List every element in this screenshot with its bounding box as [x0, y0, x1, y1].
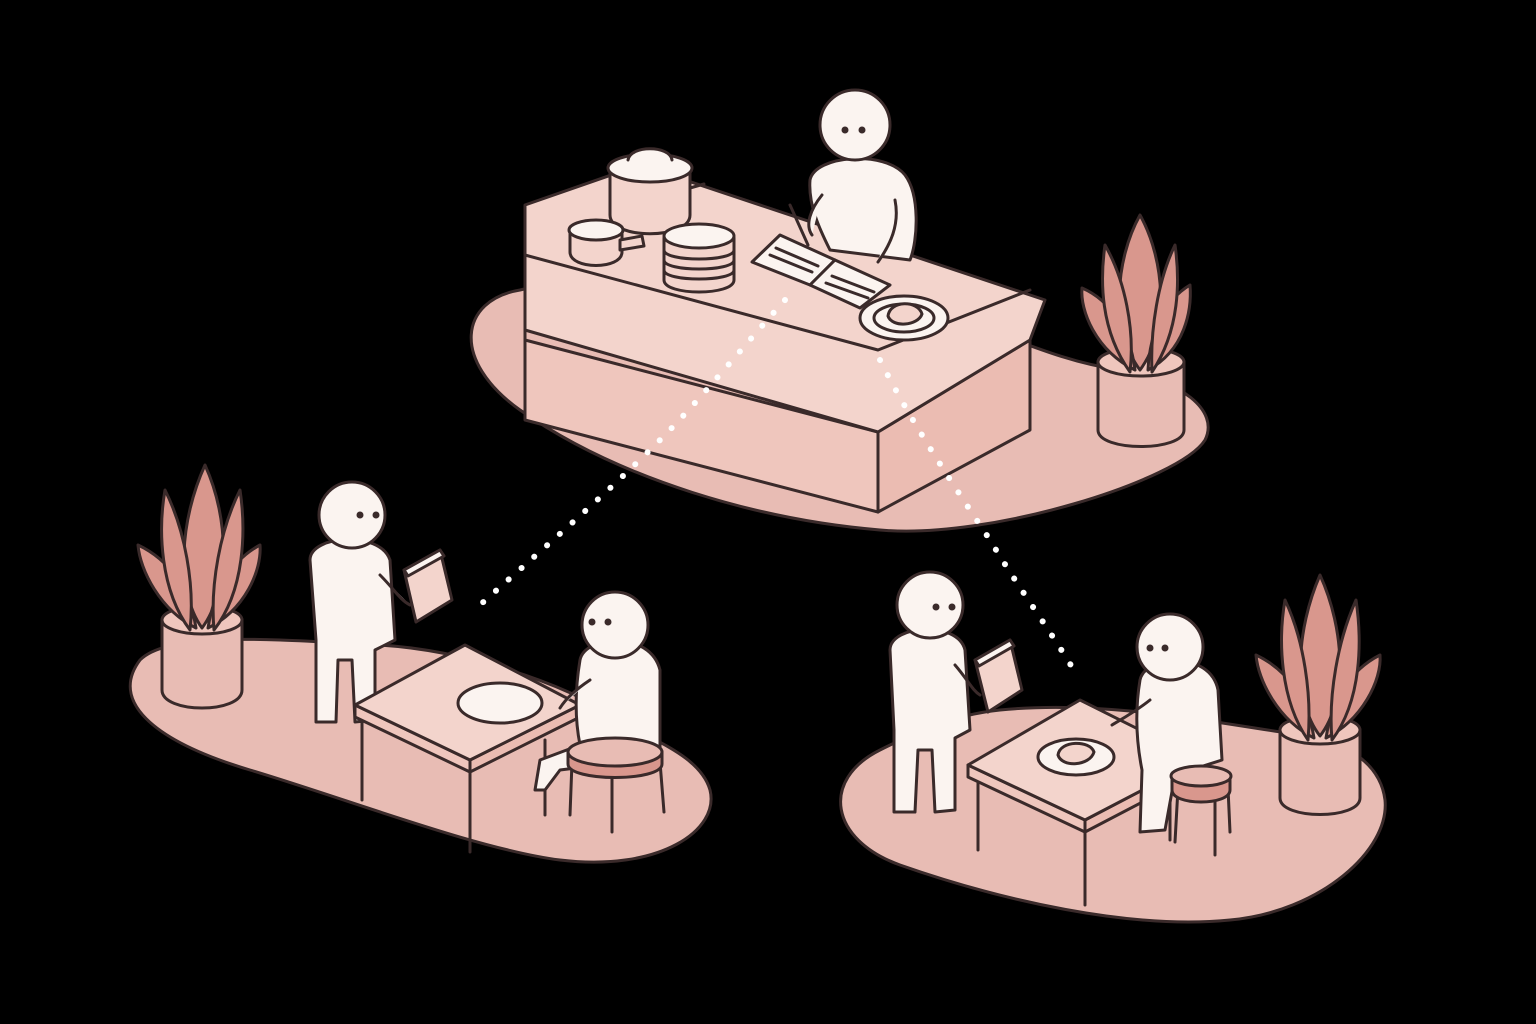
plant-icon — [1254, 573, 1382, 816]
notepad-icon — [973, 638, 1024, 714]
dining-station-left — [128, 463, 713, 864]
cook-figure-icon — [807, 88, 918, 264]
notepad-icon — [402, 548, 454, 624]
kitchen-station — [469, 88, 1210, 533]
stockpot-icon — [606, 147, 706, 236]
stool-icon — [1169, 764, 1233, 857]
food-plate-icon — [1036, 737, 1116, 777]
diner-figure-icon — [1110, 612, 1224, 834]
kitchen-counter — [523, 163, 1047, 514]
waiter-figure-icon — [888, 570, 982, 814]
connector-kitchen-to-left — [477, 297, 788, 608]
plant-icon — [1080, 213, 1192, 448]
plate-icon — [858, 294, 950, 342]
stool-icon — [566, 736, 666, 834]
plate-stack-icon — [662, 222, 736, 294]
plant-icon — [136, 463, 262, 710]
empty-plate-icon — [456, 681, 544, 725]
notebook-icon — [750, 233, 892, 310]
dining-station-right — [839, 570, 1387, 924]
saucepan-icon — [567, 218, 646, 267]
waiter-figure-icon — [308, 480, 412, 724]
counter-edge — [523, 253, 1032, 352]
pen-icon — [788, 203, 810, 247]
connector-lines — [477, 297, 1078, 675]
